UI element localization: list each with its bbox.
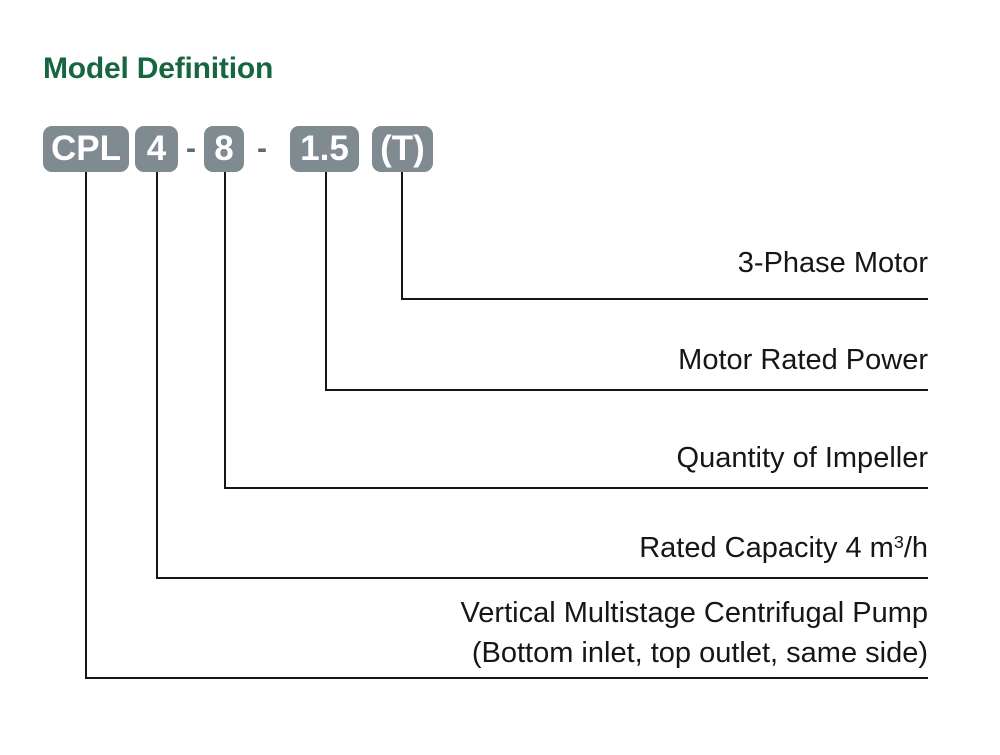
leader-line-horizontal-phase xyxy=(401,298,928,300)
callout-label-pump-type: Vertical Multistage Centrifugal Pump (Bo… xyxy=(461,593,928,673)
model-separator-2: - xyxy=(257,132,267,165)
rated-capacity-exponent: 3 xyxy=(893,532,904,553)
callout-label-quantity-of-impeller: Quantity of Impeller xyxy=(676,442,928,474)
leader-line-vertical-capacity xyxy=(156,172,158,579)
leader-line-horizontal-pump-type xyxy=(85,677,928,679)
callout-label-phase-motor: 3-Phase Motor xyxy=(737,247,928,279)
model-segment-stages: 8 xyxy=(204,126,244,172)
leader-line-vertical-power xyxy=(325,172,327,391)
leader-line-horizontal-power xyxy=(325,389,928,391)
model-segment-series: CPL xyxy=(43,126,129,172)
model-segment-phase: (T) xyxy=(372,126,433,172)
rated-capacity-unit-suffix: /h xyxy=(903,532,928,564)
pump-type-line-2: (Bottom inlet, top outlet, same side) xyxy=(471,637,928,669)
leader-line-vertical-pump-type xyxy=(85,172,87,679)
callout-label-motor-rated-power: Motor Rated Power xyxy=(678,344,928,376)
pump-type-line-1: Vertical Multistage Centrifugal Pump xyxy=(460,597,928,629)
model-segment-capacity: 4 xyxy=(135,126,178,172)
model-separator-1: - xyxy=(186,132,196,165)
leader-line-vertical-phase xyxy=(401,172,403,300)
rated-capacity-value: 4 m xyxy=(845,532,894,564)
rated-capacity-text: Rated Capacity xyxy=(639,532,838,564)
leader-line-horizontal-impeller xyxy=(224,487,928,489)
page-title: Model Definition xyxy=(43,52,274,85)
leader-line-vertical-impeller xyxy=(224,172,226,489)
leader-line-horizontal-capacity xyxy=(156,577,928,579)
model-segment-power: 1.5 xyxy=(290,126,359,172)
